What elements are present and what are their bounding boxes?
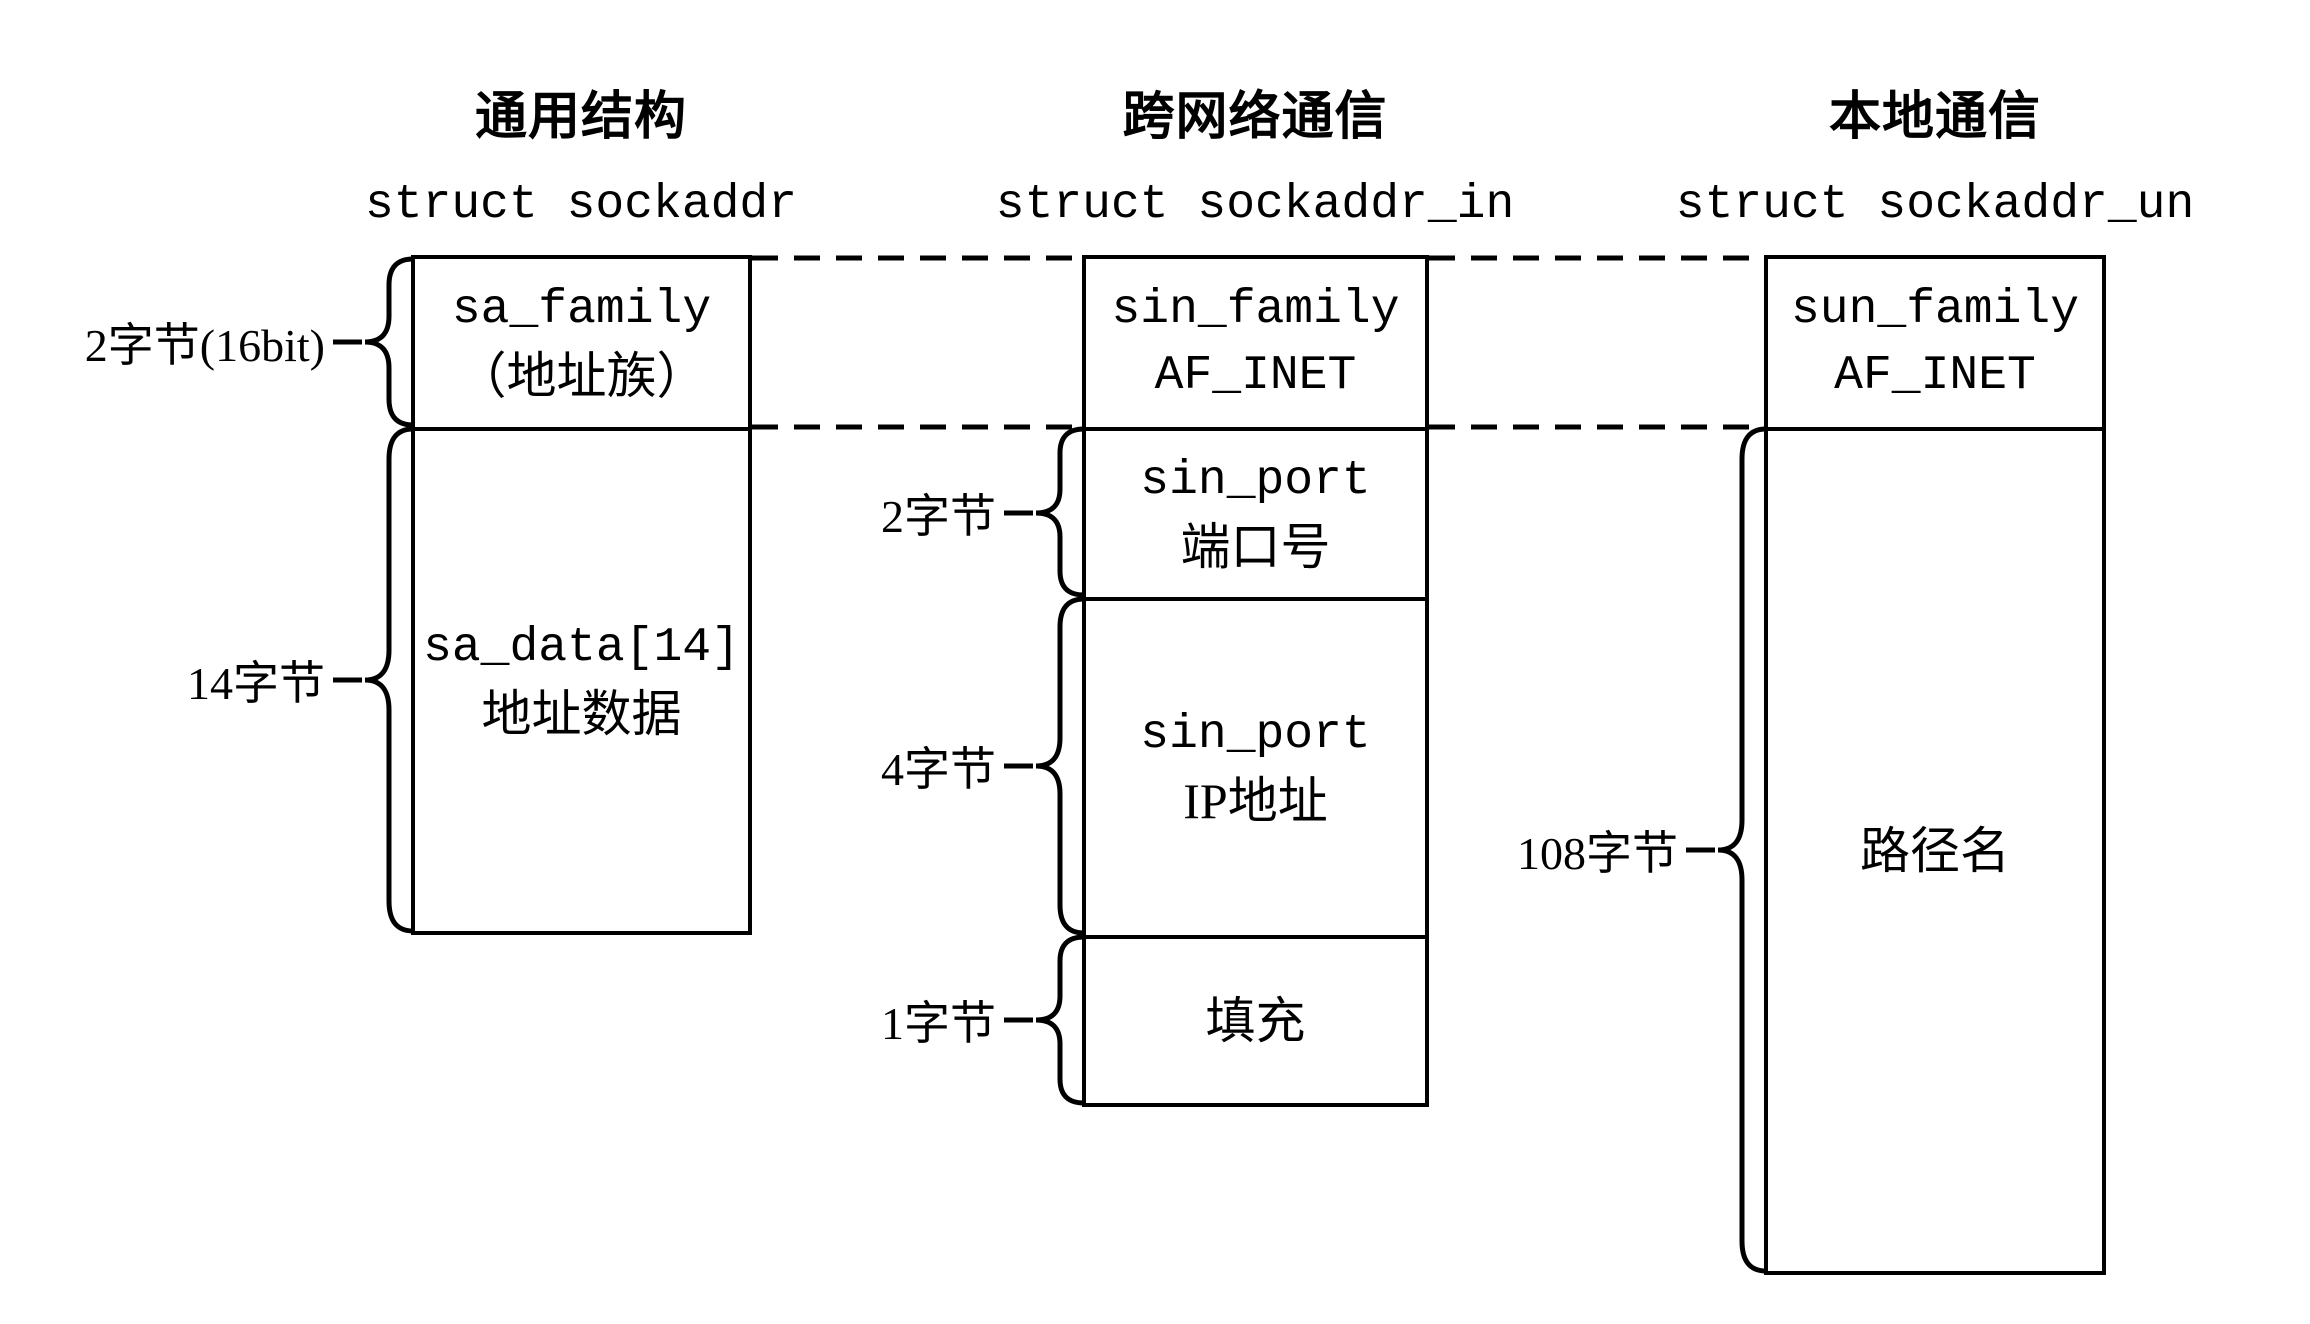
- row-divider: [1768, 427, 2102, 431]
- size-label-sin-addr: 4字节: [881, 744, 996, 795]
- struct-name-sockaddr-un: struct sockaddr_un: [1675, 178, 2195, 232]
- struct-name-sockaddr: struct sockaddr: [364, 178, 798, 232]
- cell-sin-addr: sin_port IP地址: [1086, 601, 1425, 935]
- field-name: sun_family: [1790, 283, 2080, 337]
- size-label-sin-port: 2字节: [881, 491, 996, 542]
- column-header-generic-struct: 通用结构: [474, 89, 688, 146]
- brace-padding: [1035, 934, 1085, 1106]
- brace-sin-port: [1035, 426, 1085, 598]
- sockaddr-in-box: sin_family AF_INET sin_port 端口号 sin_port…: [1082, 255, 1429, 1107]
- field-desc: 路径名: [1860, 823, 2010, 879]
- size-label-padding: 1字节: [881, 998, 996, 1049]
- field-desc: IP地址: [1183, 773, 1328, 829]
- row-divider: [1086, 427, 1425, 431]
- cell-sin-port: sin_port 端口号: [1086, 431, 1425, 597]
- field-name: sa_data[14]: [423, 621, 740, 675]
- size-label-sa-family: 2字节(16bit): [84, 320, 325, 371]
- row-divider: [1086, 597, 1425, 601]
- cell-padding: 填充: [1086, 939, 1425, 1103]
- brace-sa-family: [364, 256, 414, 428]
- field-name: sin_family: [1111, 283, 1400, 337]
- cell-sin-family: sin_family AF_INET: [1086, 259, 1425, 427]
- row-divider: [1086, 935, 1425, 939]
- field-desc: 地址数据: [481, 686, 682, 742]
- column-header-local-comm: 本地通信: [1828, 89, 2042, 146]
- field-value: AF_INET: [1154, 349, 1357, 403]
- cell-sa-data: sa_data[14] 地址数据: [415, 431, 748, 931]
- cell-sun-family: sun_family AF_INET: [1768, 259, 2102, 427]
- brace-sun-path: [1717, 426, 1767, 1274]
- field-name: sa_family: [451, 283, 712, 337]
- cell-sun-path: 路径名: [1768, 431, 2102, 1271]
- field-name: sin_port: [1140, 454, 1371, 508]
- row-divider: [415, 427, 748, 431]
- brace-sin-addr: [1035, 596, 1085, 936]
- brace-sa-data: [364, 426, 414, 934]
- size-label-sun-path: 108字节: [1517, 828, 1678, 879]
- field-name: sin_port: [1140, 708, 1371, 762]
- field-desc: 端口号: [1180, 519, 1331, 575]
- sockaddr-box: sa_family （地址族） sa_data[14] 地址数据: [411, 255, 752, 935]
- struct-name-sockaddr-in: struct sockaddr_in: [995, 178, 1515, 232]
- field-desc: 填充: [1205, 993, 1306, 1049]
- size-label-sa-data: 14字节: [187, 658, 325, 709]
- column-header-network-comm: 跨网络通信: [1122, 89, 1388, 146]
- field-desc: （地址族）: [456, 348, 707, 404]
- field-value: AF_INET: [1834, 349, 2036, 403]
- cell-sa-family: sa_family （地址族）: [415, 259, 748, 427]
- sockaddr-un-box: sun_family AF_INET 路径名: [1764, 255, 2106, 1275]
